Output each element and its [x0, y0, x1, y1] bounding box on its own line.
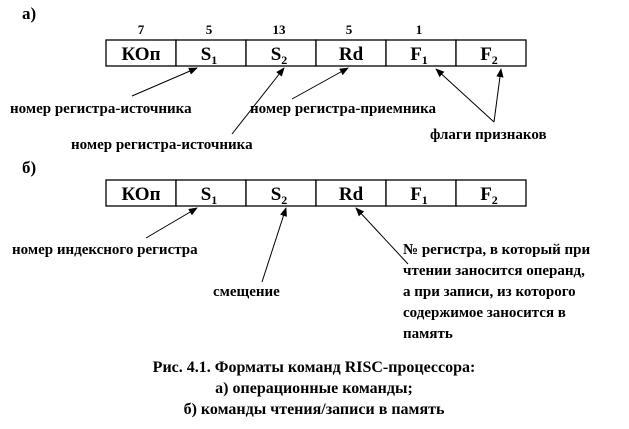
arrow-to-f1: [435, 68, 495, 123]
caption-line-3: б) команды чтения/записи в память: [184, 401, 445, 418]
annotation-reg-description: № регистра, в который при чтении заносит…: [403, 242, 591, 342]
part-a-label: а): [22, 4, 36, 23]
reg-line-3: а при записи, из которого: [403, 284, 576, 300]
reg-line-4: содержимое заносится в: [403, 305, 566, 321]
field-s2-b: S2: [271, 184, 288, 207]
annotation-source2: номер регистра-источника: [71, 137, 253, 153]
arrow-to-f2: [493, 68, 504, 123]
caption-line-2: а) операционные команды;: [215, 380, 413, 397]
bit-width-f1: 1: [416, 22, 423, 37]
annotation-offset: смещение: [213, 284, 280, 300]
part-b-arrows: [145, 207, 409, 283]
part-b-format-row: КОп S1 S2 Rd F1 F2: [105, 179, 527, 207]
annotation-index: номер индексного регистра: [12, 242, 198, 258]
field-f1: F1: [410, 44, 428, 67]
field-box-s1-b: [175, 179, 247, 207]
field-box-f2: [455, 39, 527, 67]
caption-line-1: Рис. 4.1. Форматы команд RISC-процессора…: [153, 359, 476, 376]
bit-width-s1: 5: [206, 22, 213, 37]
reg-line-5: память: [403, 326, 453, 342]
field-f2-b: F2: [480, 184, 498, 207]
field-box-f1: [385, 39, 457, 67]
annotation-flags: флаги признаков: [430, 127, 547, 143]
part-b-label: б): [22, 158, 36, 177]
annotation-dest: номер регистра-приемника: [250, 101, 437, 117]
field-f1-b: F1: [410, 184, 428, 207]
field-kop: КОп: [121, 44, 160, 65]
field-box-f1-b: [385, 179, 457, 207]
reg-line-1: № регистра, в который при: [403, 242, 591, 258]
field-f2: F2: [480, 44, 498, 67]
field-s1-b: S1: [201, 184, 218, 207]
annotation-source1: номер регистра-источника: [10, 101, 192, 117]
field-kop-b: КОп: [121, 184, 160, 205]
arrow-to-s1: [131, 67, 198, 97]
field-box-f2-b: [455, 179, 527, 207]
arrow-to-rd: [291, 67, 349, 100]
field-s2: S2: [271, 44, 288, 67]
reg-line-2: чтении заносится операнд,: [403, 263, 585, 279]
field-rd: Rd: [339, 44, 364, 65]
field-box-kop-b: [105, 179, 177, 207]
bit-width-rd: 5: [346, 22, 353, 37]
bit-width-s2: 13: [273, 22, 287, 37]
part-a-format-row: КОп S1 S2 Rd F1 F2: [105, 39, 527, 67]
part-a-arrows: [131, 67, 504, 135]
arrow-reg-to-rd: [355, 207, 409, 265]
bit-width-kop: 7: [138, 22, 145, 37]
arrow-offset-to-s2: [261, 207, 287, 283]
field-box-s1: [175, 39, 247, 67]
field-box-kop: [105, 39, 177, 67]
part-a-bit-widths: 7 5 13 5 1: [138, 22, 423, 37]
arrow-to-s2: [231, 67, 285, 135]
field-rd-b: Rd: [339, 184, 364, 205]
field-s1: S1: [201, 44, 218, 67]
field-box-s2: [245, 39, 317, 67]
arrow-index-to-s1: [145, 207, 198, 239]
field-box-rd-b: [315, 179, 387, 207]
figure-caption: Рис. 4.1. Форматы команд RISC-процессора…: [153, 359, 476, 418]
